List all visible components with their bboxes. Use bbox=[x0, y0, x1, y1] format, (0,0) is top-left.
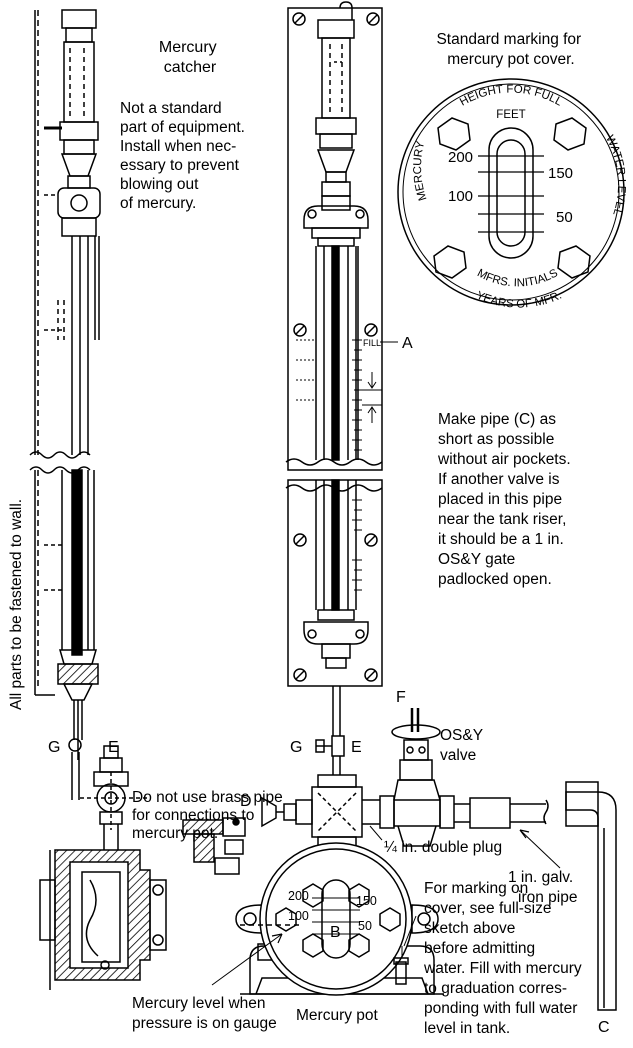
dial-feet: FEET bbox=[496, 109, 525, 121]
left-pot-section bbox=[39, 849, 167, 990]
center-fittings bbox=[261, 708, 617, 1011]
wall-note: All parts to be fastened to wall. bbox=[8, 499, 25, 710]
dial-hex-lower-right bbox=[557, 245, 591, 279]
dial-50: 50 bbox=[556, 209, 573, 226]
pot-b: B bbox=[330, 924, 341, 941]
label-f: F bbox=[396, 689, 406, 706]
label-e-left: E bbox=[108, 739, 119, 756]
dial-200: 200 bbox=[448, 149, 473, 166]
pot-200: 200 bbox=[288, 889, 309, 903]
pot-50: 50 bbox=[358, 919, 372, 933]
iron-pipe-note: 1 in. galv. iron pipe bbox=[508, 869, 578, 906]
left-g-e-fittings bbox=[68, 738, 150, 850]
pot-150: 150 bbox=[356, 894, 377, 908]
dial-150: 150 bbox=[548, 165, 573, 182]
brass-pipe-detail bbox=[182, 817, 246, 875]
pipe-note: Make pipe (C) as short as possible witho… bbox=[437, 411, 575, 588]
label-e-center: E bbox=[351, 739, 362, 756]
catcher-title: Mercury catcher bbox=[159, 39, 221, 76]
dial-100: 100 bbox=[448, 188, 473, 205]
label-a: A bbox=[402, 335, 413, 352]
dial-hex-upper-left bbox=[437, 117, 471, 151]
center-mercury-pot bbox=[211, 842, 444, 996]
pot-100: 100 bbox=[288, 909, 309, 923]
standard-marking-dial bbox=[397, 78, 625, 306]
gauge-board bbox=[285, 1, 398, 720]
brass-note: Do not use brass pipe for connections to… bbox=[132, 789, 287, 842]
catcher-note: Not a standard part of equipment. Instal… bbox=[120, 100, 249, 212]
dial-right-arc: WATER LEVEL bbox=[603, 134, 627, 218]
label-d: D bbox=[240, 793, 252, 810]
mercury-pot-label: Mercury pot bbox=[296, 1007, 379, 1024]
label-g-left: G bbox=[48, 739, 60, 756]
fill-label: FILL bbox=[363, 338, 381, 348]
text-layer: Mercury catcher Not a standard part of e… bbox=[8, 31, 627, 1037]
dial-left-arc: MERCURY bbox=[412, 140, 430, 202]
cover-title: Standard marking for mercury pot cover. bbox=[436, 31, 585, 68]
dial-ticks bbox=[478, 155, 544, 233]
mercury-level-note: Mercury level when pressure is on gauge bbox=[132, 995, 277, 1032]
scale-ticks bbox=[296, 339, 362, 451]
dial-initials: MFRS. INITIALS bbox=[475, 267, 560, 289]
osy-valve-label: OS&Y valve bbox=[440, 727, 487, 764]
label-g-center: G bbox=[290, 739, 302, 756]
board-screws bbox=[292, 12, 380, 682]
marking-note: For marking on cover, see full-size sket… bbox=[423, 880, 586, 1037]
dial-hex-upper-right bbox=[553, 117, 587, 151]
left-side-view bbox=[29, 9, 101, 760]
dial-hex-lower-left bbox=[433, 245, 467, 279]
label-c: C bbox=[598, 1019, 610, 1036]
dial-top-arc: HEIGHT FOR FULL bbox=[458, 84, 565, 109]
plug-note: ¼ in. double plug bbox=[384, 839, 502, 856]
